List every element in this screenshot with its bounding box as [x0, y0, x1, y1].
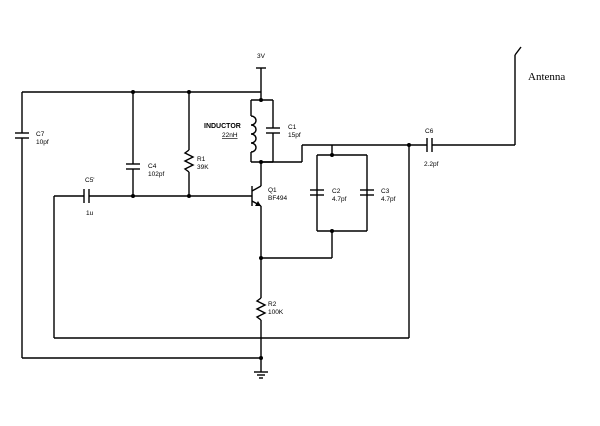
capacitor-c1: C1 15pf	[266, 100, 301, 162]
c3-value: 4.7pf	[381, 196, 396, 203]
collector-output-line	[260, 143, 427, 186]
c6-name: C6	[425, 128, 434, 135]
c1-value: 15pf	[288, 132, 301, 139]
supply-label: 3V	[257, 53, 266, 60]
r2-name: R2	[268, 301, 277, 308]
capacitor-c3: C3 4.7pf	[360, 188, 396, 203]
r2-value: 100K	[268, 309, 284, 316]
c7-name: C7	[36, 131, 45, 138]
supply-terminal: 3V	[256, 53, 266, 92]
c1-name: C1	[288, 124, 297, 131]
c5-value: 1u	[86, 210, 94, 217]
emitter-node	[259, 206, 332, 260]
c4-name: C4	[148, 163, 157, 170]
c6-value: 2.2pf	[424, 161, 439, 168]
capacitor-c5: C5' 1u	[54, 177, 95, 217]
capacitor-c7: C7 10pf	[15, 92, 49, 358]
inductor-value: 22nH	[222, 132, 238, 139]
antenna: Antenna	[514, 46, 565, 145]
resistor-r2: R2 100K	[255, 258, 284, 372]
feedback-loop	[53, 145, 410, 339]
antenna-label: Antenna	[528, 71, 565, 83]
c2-value: 4.7pf	[332, 196, 347, 203]
c7-value: 10pf	[36, 139, 49, 146]
c3-name: C3	[381, 188, 390, 195]
r1-name: R1	[197, 156, 206, 163]
capacitor-c6: C6 2.2pf	[424, 128, 515, 168]
capacitor-block-c2-c3	[316, 145, 368, 258]
c4-value: 102pf	[148, 171, 164, 178]
capacitor-c4: C4 102pf	[126, 92, 164, 198]
q1-name: Q1	[268, 187, 277, 194]
top-rail	[22, 90, 261, 94]
transistor-q1: Q1 BF494	[251, 185, 288, 207]
resistor-r1: R1 39K	[183, 92, 209, 198]
r1-value: 39K	[197, 164, 209, 171]
q1-value: BF494	[268, 195, 288, 202]
inductor-l1: INDUCTOR 22nH	[204, 100, 257, 162]
ground-symbol	[254, 371, 268, 379]
inductor-name: INDUCTOR	[204, 123, 241, 130]
capacitor-c2: C2 4.7pf	[310, 188, 347, 203]
c5-name: C5'	[85, 177, 95, 184]
c2-name: C2	[332, 188, 341, 195]
